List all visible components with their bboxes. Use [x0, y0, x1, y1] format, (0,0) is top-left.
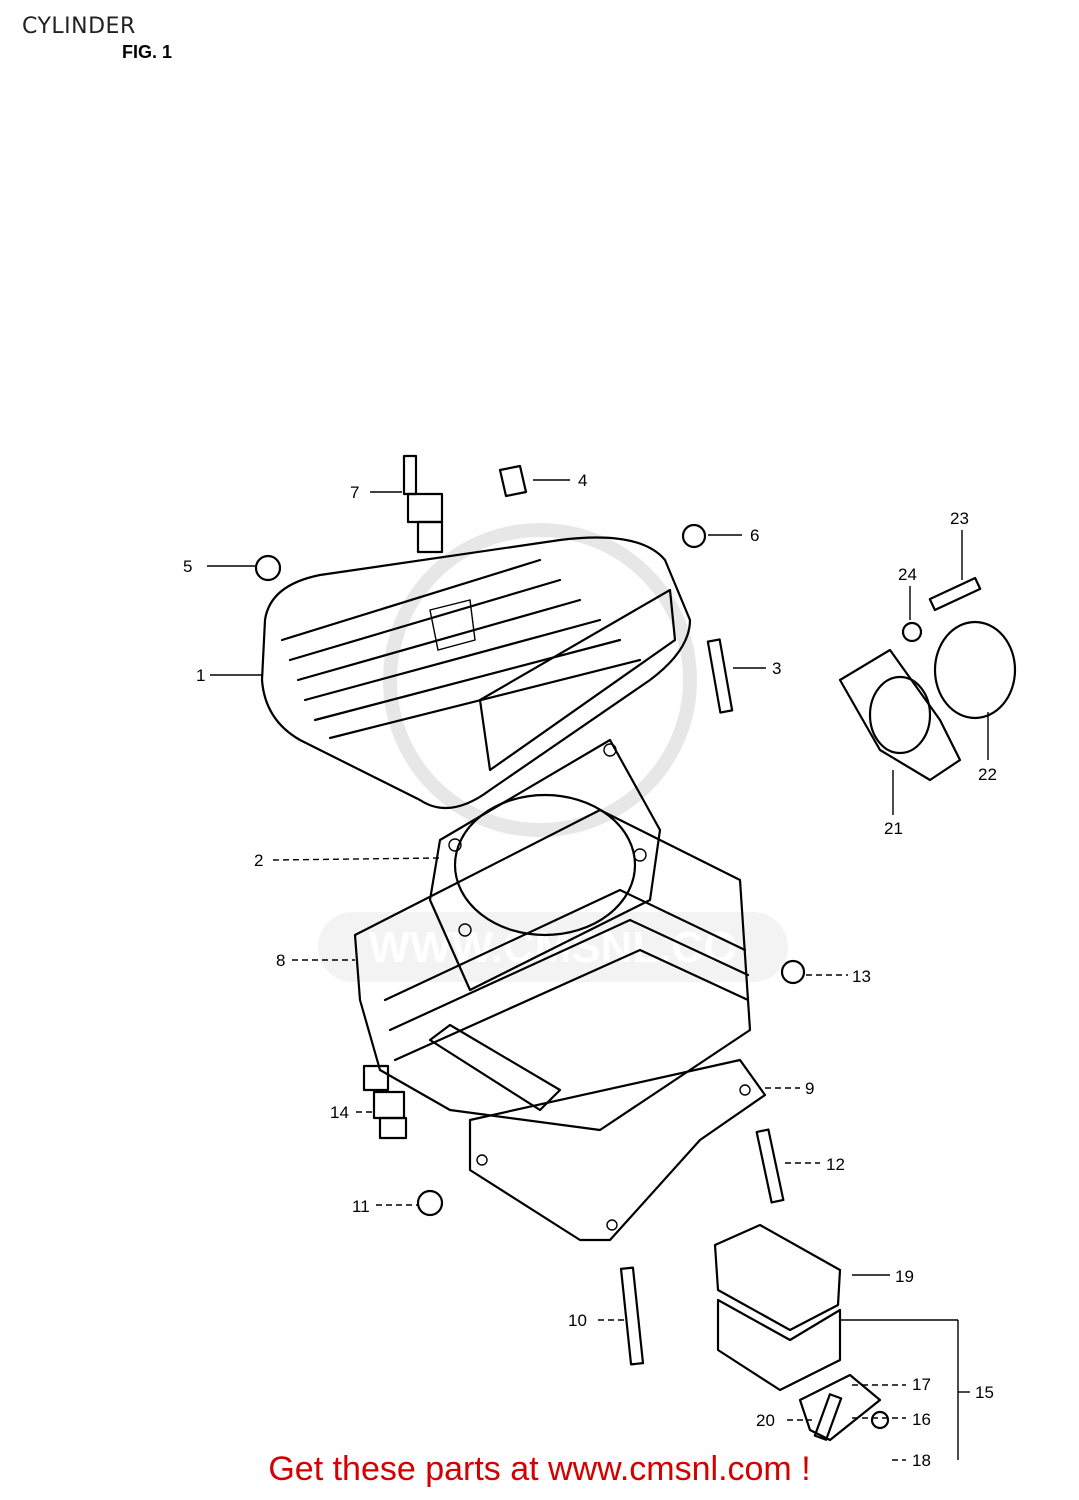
callout-9: 9 [805, 1079, 814, 1098]
callout-14: 14 [330, 1103, 349, 1122]
callout-10: 10 [568, 1311, 587, 1330]
callout-2: 2 [254, 851, 263, 870]
callout-1: 1 [196, 666, 205, 685]
callout-13: 13 [852, 967, 871, 986]
cylinder-head-drawing [260, 536, 692, 810]
callout-22: 22 [978, 765, 997, 784]
callout-21: 21 [884, 819, 903, 838]
callout-20: 20 [756, 1411, 775, 1430]
callout-24: 24 [898, 565, 917, 584]
callout-3: 3 [772, 659, 781, 678]
stud-10-drawing [619, 1266, 645, 1366]
reed-valve-drawing [713, 1223, 890, 1442]
callout-6: 6 [750, 526, 759, 545]
callout-18: 18 [912, 1451, 931, 1470]
callout-23: 23 [950, 509, 969, 528]
callout-17: 17 [912, 1375, 931, 1394]
washer-24-drawing [901, 621, 923, 643]
figure-label: FIG. 1 [122, 42, 173, 62]
callout-5: 5 [183, 557, 192, 576]
spark-plug-drawing [402, 454, 444, 554]
footer-link-text[interactable]: Get these parts at www.cmsnl.com ! [268, 1450, 811, 1488]
callout-16: 16 [912, 1410, 931, 1429]
callout-19: 19 [895, 1267, 914, 1286]
callout-11: 11 [352, 1197, 370, 1216]
washer-5-drawing [254, 554, 282, 582]
leader-lines [207, 479, 989, 1461]
hose-clamp-drawing [933, 620, 1017, 720]
cylinder-block-drawing [353, 808, 752, 1132]
callouts: 1 2 3 4 5 6 7 8 9 10 11 12 13 14 15 16 1… [183, 471, 997, 1470]
screw-23-drawing [928, 576, 982, 612]
cap-nut-drawing [498, 464, 528, 498]
stud-3-drawing [706, 638, 734, 714]
callout-7: 7 [350, 483, 359, 502]
watermark: WWW.CMSNL.CO [318, 523, 788, 982]
diagram-title: CYLINDER [22, 14, 136, 39]
stud-12-drawing [755, 1128, 785, 1204]
callout-12: 12 [826, 1155, 845, 1174]
callout-8: 8 [276, 951, 285, 970]
callout-4: 4 [578, 471, 587, 490]
intake-manifold-drawing [838, 648, 962, 782]
head-gasket-drawing [428, 738, 662, 992]
callout-15: 15 [975, 1383, 994, 1402]
base-gasket-drawing [468, 1058, 767, 1242]
plug-6-drawing [681, 523, 707, 549]
nut-13-drawing [780, 959, 806, 985]
nipple-14-drawing [362, 1064, 408, 1140]
nut-11-drawing [416, 1189, 444, 1217]
